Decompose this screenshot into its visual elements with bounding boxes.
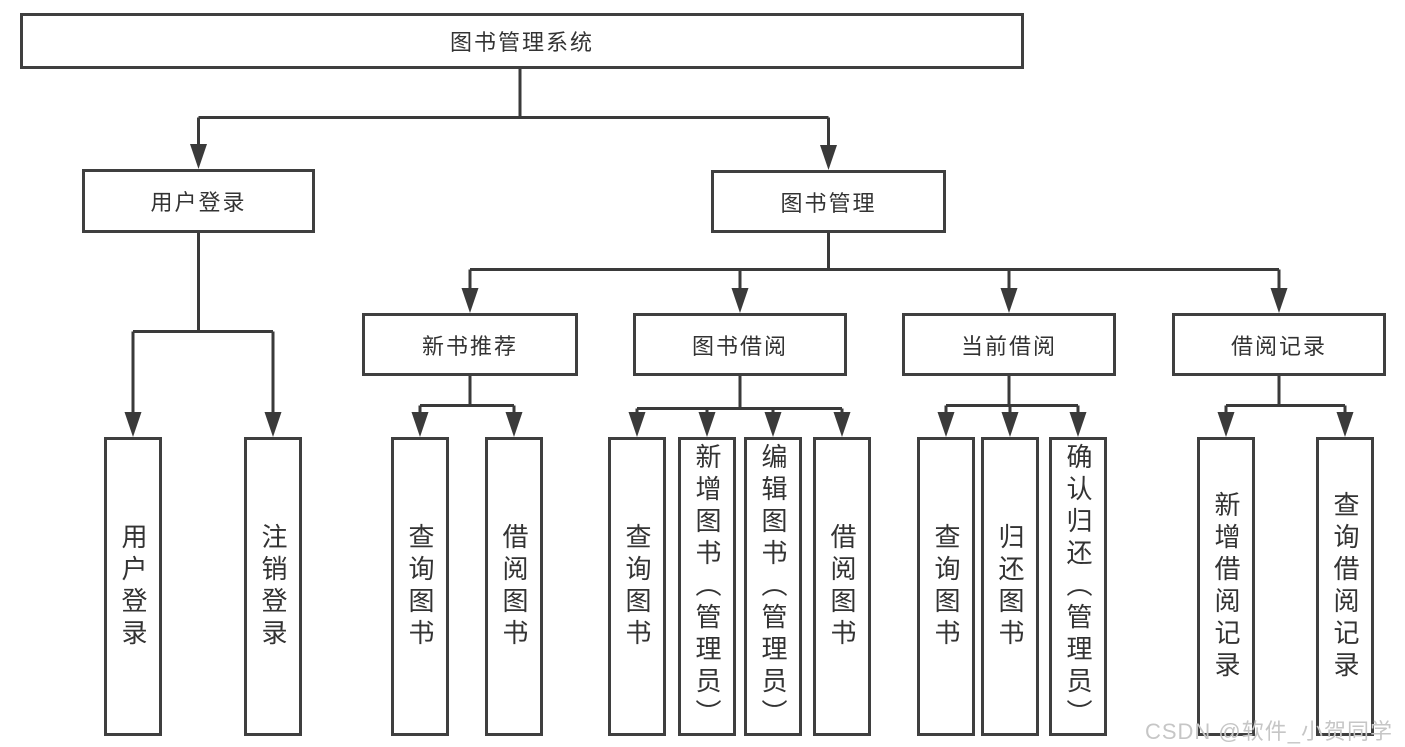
leaf-borrow-edit-books-admin-label: 编辑图书（管理员） (758, 442, 788, 731)
leaf-borrow-query-books: 查询图书 (608, 437, 666, 736)
connector-book-mgmt-to-level3 (461, 233, 1288, 313)
leaf-newbook-query-books-label: 查询图书 (405, 522, 435, 651)
leaf-borrow-add-books-admin: 新增图书（管理员） (678, 437, 736, 736)
leaf-current-confirm-return-admin: 确认归还（管理员） (1049, 437, 1107, 736)
node-root: 图书管理系统 (20, 13, 1024, 69)
leaf-user-login-label: 用户登录 (118, 522, 148, 651)
leaf-user-login: 用户登录 (104, 437, 162, 736)
connector-new-book-children (411, 376, 523, 437)
leaf-borrow-borrow-books: 借阅图书 (813, 437, 871, 736)
leaf-borrow-borrow-books-label: 借阅图书 (827, 522, 857, 651)
node-borrow-records: 借阅记录 (1172, 313, 1386, 376)
node-new-book-recommend: 新书推荐 (362, 313, 578, 376)
node-book-management: 图书管理 (711, 170, 946, 233)
node-user-login-label: 用户登录 (150, 190, 247, 215)
leaf-current-confirm-return-admin-label: 确认归还（管理员） (1063, 442, 1093, 731)
node-book-borrow: 图书借阅 (633, 313, 847, 376)
leaf-newbook-query-books: 查询图书 (391, 437, 449, 736)
node-book-borrow-label: 图书借阅 (691, 333, 788, 359)
node-root-label: 图书管理系统 (449, 30, 594, 55)
leaf-records-add-record-label: 新增借阅记录 (1211, 490, 1241, 683)
leaf-records-add-record: 新增借阅记录 (1197, 437, 1255, 736)
node-book-management-label: 图书管理 (780, 190, 877, 216)
connector-current-borrow-children (937, 376, 1087, 437)
leaf-borrow-add-books-admin-label: 新增图书（管理员） (692, 442, 722, 731)
connector-book-borrow-children (628, 376, 851, 437)
leaf-logout: 注销登录 (244, 437, 302, 736)
connector-borrow-records-children (1217, 376, 1354, 437)
node-current-borrow: 当前借阅 (902, 313, 1116, 376)
node-user-login: 用户登录 (82, 169, 315, 233)
node-new-book-recommend-label: 新书推荐 (421, 333, 518, 359)
node-current-borrow-label: 当前借阅 (960, 333, 1057, 359)
leaf-newbook-borrow-books: 借阅图书 (485, 437, 543, 736)
leaf-records-query-record-label: 查询借阅记录 (1330, 490, 1360, 683)
leaf-logout-label: 注销登录 (258, 522, 288, 651)
leaf-current-return-books-label: 归还图书 (995, 522, 1025, 651)
leaf-borrow-query-books-label: 查询图书 (622, 522, 652, 651)
leaf-newbook-borrow-books-label: 借阅图书 (499, 522, 529, 651)
leaf-records-query-record: 查询借阅记录 (1316, 437, 1374, 736)
leaf-current-return-books: 归还图书 (981, 437, 1039, 736)
node-borrow-records-label: 借阅记录 (1230, 333, 1327, 359)
leaf-current-query-books-label: 查询图书 (931, 522, 961, 651)
csdn-watermark: CSDN @软件_小贺同学 (1144, 719, 1393, 744)
leaf-current-query-books: 查询图书 (917, 437, 975, 736)
connector-user-login-children (124, 233, 282, 437)
connector-root-to-level2 (190, 67, 837, 170)
leaf-borrow-edit-books-admin: 编辑图书（管理员） (744, 437, 802, 736)
